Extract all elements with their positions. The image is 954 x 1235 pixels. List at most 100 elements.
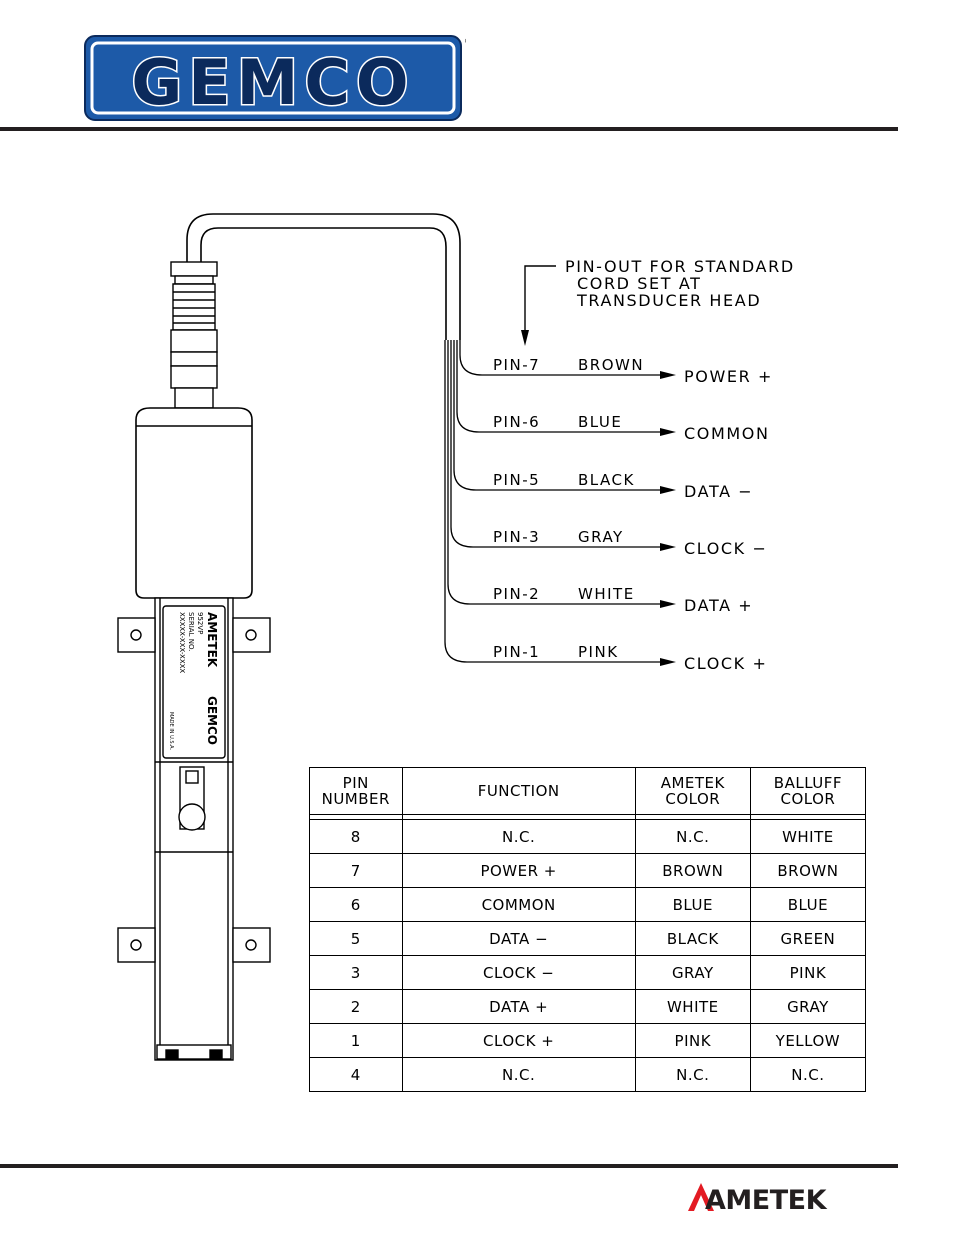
plate-model: 952VP <box>196 612 204 634</box>
pin-table-header-cell: PIN NUMBER <box>309 767 403 815</box>
pin-table-cell: PINK <box>634 1023 751 1058</box>
pin-table-cell: COMMON <box>401 887 636 922</box>
cable-connector <box>170 261 218 409</box>
pin-table-cell: 7 <box>309 853 403 888</box>
plate-serial-label: SERIAL NO. <box>187 612 195 651</box>
wire-pin-label: PIN-2 <box>493 585 540 603</box>
wire-pin-label: PIN-6 <box>493 413 540 431</box>
transducer-body <box>154 597 234 1061</box>
wire-6: PIN-1 PINK CLOCK + <box>444 340 767 673</box>
pin-table-cell: N.C. <box>634 1057 751 1092</box>
pin-table-cell: GRAY <box>634 955 751 990</box>
wire-2: PIN-6 BLUE COMMON <box>456 340 770 443</box>
wire-line <box>459 340 660 376</box>
pin-table-cell: PINK <box>749 955 867 990</box>
wire-pin-label: PIN-3 <box>493 528 540 546</box>
wire-color-label: PINK <box>578 643 619 661</box>
pin-table-header-cell: BALLUFF COLOR <box>749 767 867 815</box>
cable <box>186 213 461 340</box>
logo-wordmark: GEMCO <box>131 46 414 119</box>
wire-1: PIN-7 BROWN POWER + <box>459 340 773 386</box>
registered-mark: ® <box>464 37 466 47</box>
pin-table-cell: N.C. <box>749 1057 867 1092</box>
pin-table-cell: DATA − <box>401 921 636 956</box>
wire-signal-label: POWER + <box>684 367 773 386</box>
ametek-wordmark: AMETEK <box>705 1185 828 1212</box>
wire-line <box>450 340 660 548</box>
plate-gemco: GEMCO <box>205 696 219 745</box>
pin-table-cell: 1 <box>309 1023 403 1058</box>
pin-table-cell: BROWN <box>634 853 751 888</box>
wire-arrowhead <box>660 428 676 436</box>
plate-origin: MADE IN U.S.A. <box>168 712 174 750</box>
header-rule <box>0 127 898 131</box>
note-line-3: TRANSDUCER HEAD <box>576 291 761 310</box>
wire-color-label: BROWN <box>578 356 644 374</box>
wire-color-label: WHITE <box>578 585 635 603</box>
wire-signal-label: COMMON <box>684 424 770 443</box>
pin-table-header-cell: AMETEK COLOR <box>634 767 751 815</box>
wire-arrowhead <box>660 543 676 551</box>
pin-table-cell: BROWN <box>749 853 867 888</box>
wire-5: PIN-2 WHITE DATA + <box>447 340 753 615</box>
note-line-2: CORD SET AT <box>577 274 702 293</box>
wire-signal-label: DATA + <box>684 596 753 615</box>
wire-line <box>444 340 660 663</box>
wire-arrowhead <box>660 486 676 494</box>
wire-signal-label: CLOCK − <box>684 539 767 558</box>
footer-rule <box>0 1164 898 1168</box>
wire-line <box>447 340 660 605</box>
label-plate: AMETEK GEMCO 952VP SERIAL NO. XXXXX-XXX-… <box>168 612 219 750</box>
pin-table-cell: DATA + <box>401 989 636 1024</box>
pin-table-cell: WHITE <box>634 989 751 1024</box>
wire-pin-label: PIN-1 <box>493 643 540 661</box>
pin-table-header-cell: FUNCTION <box>401 767 636 815</box>
wire-signal-label: CLOCK + <box>684 654 767 673</box>
wire-color-label: BLACK <box>578 471 635 489</box>
pin-table-cell: 8 <box>309 819 403 854</box>
wire-arrowhead <box>660 658 676 666</box>
pin-table-cell: 5 <box>309 921 403 956</box>
pin-table-cell: WHITE <box>749 819 867 854</box>
wire-signal-label: DATA − <box>684 482 753 501</box>
pin-table-cell: 6 <box>309 887 403 922</box>
pin-table-cell: 2 <box>309 989 403 1024</box>
plate-ametek: AMETEK <box>205 612 219 668</box>
pin-table-cell: 4 <box>309 1057 403 1092</box>
pin-table-cell: YELLOW <box>749 1023 867 1058</box>
gemco-logo: GEMCO ® <box>84 35 466 121</box>
pin-table-cell: GREEN <box>749 921 867 956</box>
wire-color-label: BLUE <box>578 413 622 431</box>
wire-4: PIN-3 GRAY CLOCK − <box>450 340 767 558</box>
pin-table-cell: BLUE <box>749 887 867 922</box>
pin-table-cell: 3 <box>309 955 403 990</box>
wire-arrowhead <box>660 371 676 379</box>
pin-table-cell: N.C. <box>401 1057 636 1092</box>
pin-table-cell: GRAY <box>749 989 867 1024</box>
wire-line <box>453 340 660 491</box>
plate-serial-value: XXXXX-XXX-XXXX <box>178 612 186 673</box>
wire-arrowhead <box>660 600 676 608</box>
note-line-1: PIN-OUT FOR STANDARD <box>565 257 795 276</box>
pin-table-cell: CLOCK − <box>401 955 636 990</box>
pin-table-cell: BLACK <box>634 921 751 956</box>
pin-table-cell: POWER + <box>401 853 636 888</box>
wire-pin-label: PIN-7 <box>493 356 540 374</box>
wire-line <box>456 340 660 433</box>
pin-table-cell: N.C. <box>401 819 636 854</box>
ametek-logo-mark <box>688 1183 714 1211</box>
wire-color-label: GRAY <box>578 528 624 546</box>
